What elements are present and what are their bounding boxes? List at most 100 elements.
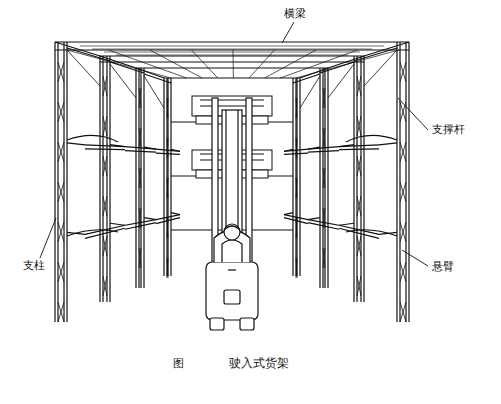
rack-stroke: [58, 62, 64, 82]
rack-stroke: [353, 56, 354, 302]
rack-stroke: [139, 128, 141, 148]
rack-stroke: [67, 143, 85, 145]
rack-stroke: [167, 138, 168, 158]
rack-stroke: [308, 147, 320, 149]
rack-stroke: [295, 78, 296, 276]
rack-stroke: [323, 248, 325, 268]
rack-stroke: [144, 147, 156, 149]
cantilever-rail: [67, 230, 118, 236]
rack-stroke: [400, 262, 406, 282]
rack-stroke: [67, 50, 171, 78]
rack-stroke: [167, 98, 168, 118]
rack-stroke: [144, 218, 156, 220]
rack-stroke: [103, 116, 107, 136]
rack-stroke: [139, 128, 141, 148]
rack-stroke: [54, 42, 55, 322]
rack-stroke: [167, 218, 168, 238]
rack-stroke: [400, 182, 406, 202]
rack-stroke: [100, 55, 364, 56]
rack-stroke: [144, 76, 164, 108]
rack-stroke: [58, 302, 64, 322]
figure-caption: 驶入式货架: [228, 356, 290, 370]
rack-stroke: [167, 258, 168, 278]
rack-stroke: [400, 302, 406, 322]
rack-stroke: [339, 145, 379, 147]
rack-stroke: [139, 248, 141, 268]
rack-stroke: [400, 302, 406, 322]
rack-stroke: [85, 148, 125, 150]
rack-stroke: [265, 50, 316, 78]
rack-stroke: [99, 56, 100, 302]
rack-stroke: [85, 145, 125, 147]
rack-stroke: [323, 168, 325, 188]
rack-stroke: [296, 178, 297, 198]
rack-stroke: [296, 138, 297, 158]
rack-stroke: [139, 168, 141, 188]
rack-stroke: [92, 49, 372, 50]
rack-stroke: [58, 142, 64, 162]
rack-stroke: [357, 116, 361, 136]
rack-stroke: [357, 276, 361, 296]
rack-stroke: [163, 78, 164, 276]
part-label: 悬臂: [431, 260, 455, 273]
rack-stroke: [296, 138, 297, 158]
rack-stroke: [400, 222, 406, 242]
rack-stroke: [396, 42, 397, 322]
rack-stroke: [308, 218, 320, 220]
rack-stroke: [110, 145, 125, 147]
rack-stroke: [284, 213, 293, 215]
rack-stroke: [58, 102, 64, 122]
rack-stroke: [58, 182, 64, 202]
rack-stroke: [58, 142, 64, 162]
rack-stroke: [167, 138, 168, 158]
rack-stroke: [103, 196, 107, 216]
cantilever-rail: [346, 230, 397, 236]
rack-stroke: [400, 62, 406, 82]
rack-stroke: [357, 76, 361, 96]
rack-stroke: [357, 116, 361, 136]
rack-stroke: [296, 50, 399, 78]
rack-stroke: [357, 276, 361, 296]
rack-stroke: [323, 248, 325, 268]
rack-stroke: [296, 258, 297, 278]
rack-stroke: [104, 52, 360, 53]
rack-stroke: [139, 208, 141, 228]
rack-stroke: [103, 236, 107, 256]
rack-stroke: [280, 50, 357, 78]
rack-stroke: [58, 182, 64, 202]
rack-stroke: [58, 222, 64, 242]
rack-stroke: [400, 222, 406, 242]
cantilever-rail: [67, 135, 118, 142]
rack-stroke: [167, 218, 168, 238]
rack-stroke: [103, 236, 107, 256]
rack-stroke: [135, 68, 136, 288]
rack-stroke: [339, 223, 354, 225]
rack-stroke: [299, 78, 300, 276]
rack-stroke: [58, 262, 64, 282]
rack-stroke: [408, 42, 409, 322]
rack-stroke: [139, 88, 141, 108]
rack-stroke: [167, 258, 168, 278]
rack-stroke: [357, 196, 361, 216]
rack-stroke: [400, 142, 406, 162]
rack-stroke: [319, 68, 320, 288]
rack-stroke: [357, 76, 361, 96]
rack-stroke: [284, 149, 293, 151]
rack-stroke: [323, 128, 325, 148]
cantilever-rail: [346, 135, 397, 142]
rack-stroke: [139, 88, 141, 108]
rack-stroke: [400, 142, 406, 162]
rack-stroke: [296, 98, 297, 118]
rack-stroke: [296, 78, 297, 276]
rack-stroke: [171, 149, 180, 151]
rack-stroke: [292, 78, 293, 276]
rack-stroke: [296, 98, 297, 118]
rack-stroke: [110, 223, 125, 225]
rack-stroke: [296, 258, 297, 278]
rack-stroke: [110, 64, 136, 98]
rack-stroke: [139, 208, 141, 228]
rack-stroke: [109, 56, 110, 302]
rack-stroke: [116, 55, 348, 56]
rack-stroke: [139, 248, 141, 268]
